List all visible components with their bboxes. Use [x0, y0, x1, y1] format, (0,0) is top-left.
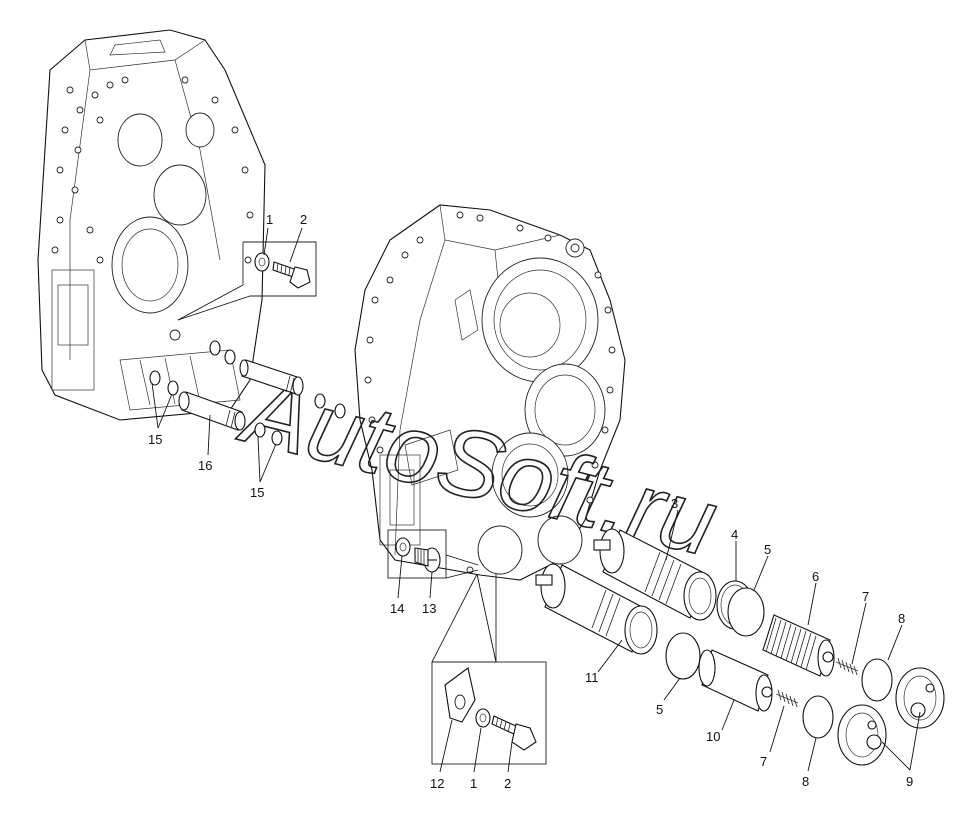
bolt-part-2-top — [272, 261, 311, 289]
label-part-9: 9 — [906, 774, 913, 789]
label-part-15-right: 15 — [250, 485, 264, 500]
detail-box-bottom — [431, 573, 547, 765]
cartridge-part-11 — [535, 563, 658, 655]
cover-part-9-lower — [837, 704, 887, 766]
label-part-1-top: 1 — [266, 212, 273, 227]
label-part-5-upper: 5 — [764, 542, 771, 557]
o-ring-part-8-upper — [861, 658, 893, 702]
part-labels: 1 2 15 16 15 3 4 5 6 7 8 11 5 10 7 8 9 1… — [148, 212, 913, 791]
label-part-14: 14 — [390, 601, 404, 616]
label-part-12: 12 — [430, 776, 444, 791]
label-part-16: 16 — [198, 458, 212, 473]
leader-lines — [151, 227, 921, 773]
label-part-8-upper: 8 — [898, 611, 905, 626]
label-part-13: 13 — [422, 601, 436, 616]
label-part-11: 11 — [585, 670, 599, 685]
label-part-2-top: 2 — [300, 212, 307, 227]
label-part-3: 3 — [671, 496, 678, 511]
cartridge-part-3 — [593, 528, 717, 621]
plug-part-13 — [414, 547, 441, 573]
left-housing — [37, 29, 266, 421]
o-ring-part-8-lower — [802, 695, 834, 739]
filter-element-part-6 — [762, 614, 835, 677]
spring-part-7-lower — [775, 689, 799, 708]
filter-element-part-10 — [698, 649, 773, 712]
o-ring-part-5-upper — [727, 587, 765, 637]
o-ring-part-5-lower — [665, 632, 701, 680]
spring-part-7-upper — [835, 657, 859, 676]
washer-part-1-top — [254, 252, 270, 272]
cover-part-9-upper — [895, 667, 945, 729]
washer-part-1-bottom — [475, 708, 491, 728]
label-part-6: 6 — [812, 569, 819, 584]
label-part-7-upper: 7 — [862, 589, 869, 604]
label-part-1-bottom: 1 — [470, 776, 477, 791]
label-part-4: 4 — [731, 527, 738, 542]
label-part-15-left: 15 — [148, 432, 162, 447]
o-rings-part-15 — [149, 340, 346, 446]
left-housing-bolt-holes — [51, 76, 254, 341]
bracket-part-12 — [444, 667, 476, 723]
shaft-part-16-upper — [239, 359, 304, 396]
label-part-10: 10 — [706, 729, 720, 744]
right-housing — [354, 204, 626, 581]
detail-box-top — [177, 241, 317, 321]
label-part-5-lower: 5 — [656, 702, 663, 717]
label-part-2-bottom: 2 — [504, 776, 511, 791]
washer-part-14 — [395, 537, 411, 557]
bolt-part-2-bottom — [491, 715, 537, 751]
detail-box-middle — [387, 529, 479, 579]
label-part-7-lower: 7 — [760, 754, 767, 769]
shaft-part-16 — [178, 391, 246, 431]
right-housing-bolt-holes — [364, 211, 616, 574]
label-part-8-lower: 8 — [802, 774, 809, 789]
